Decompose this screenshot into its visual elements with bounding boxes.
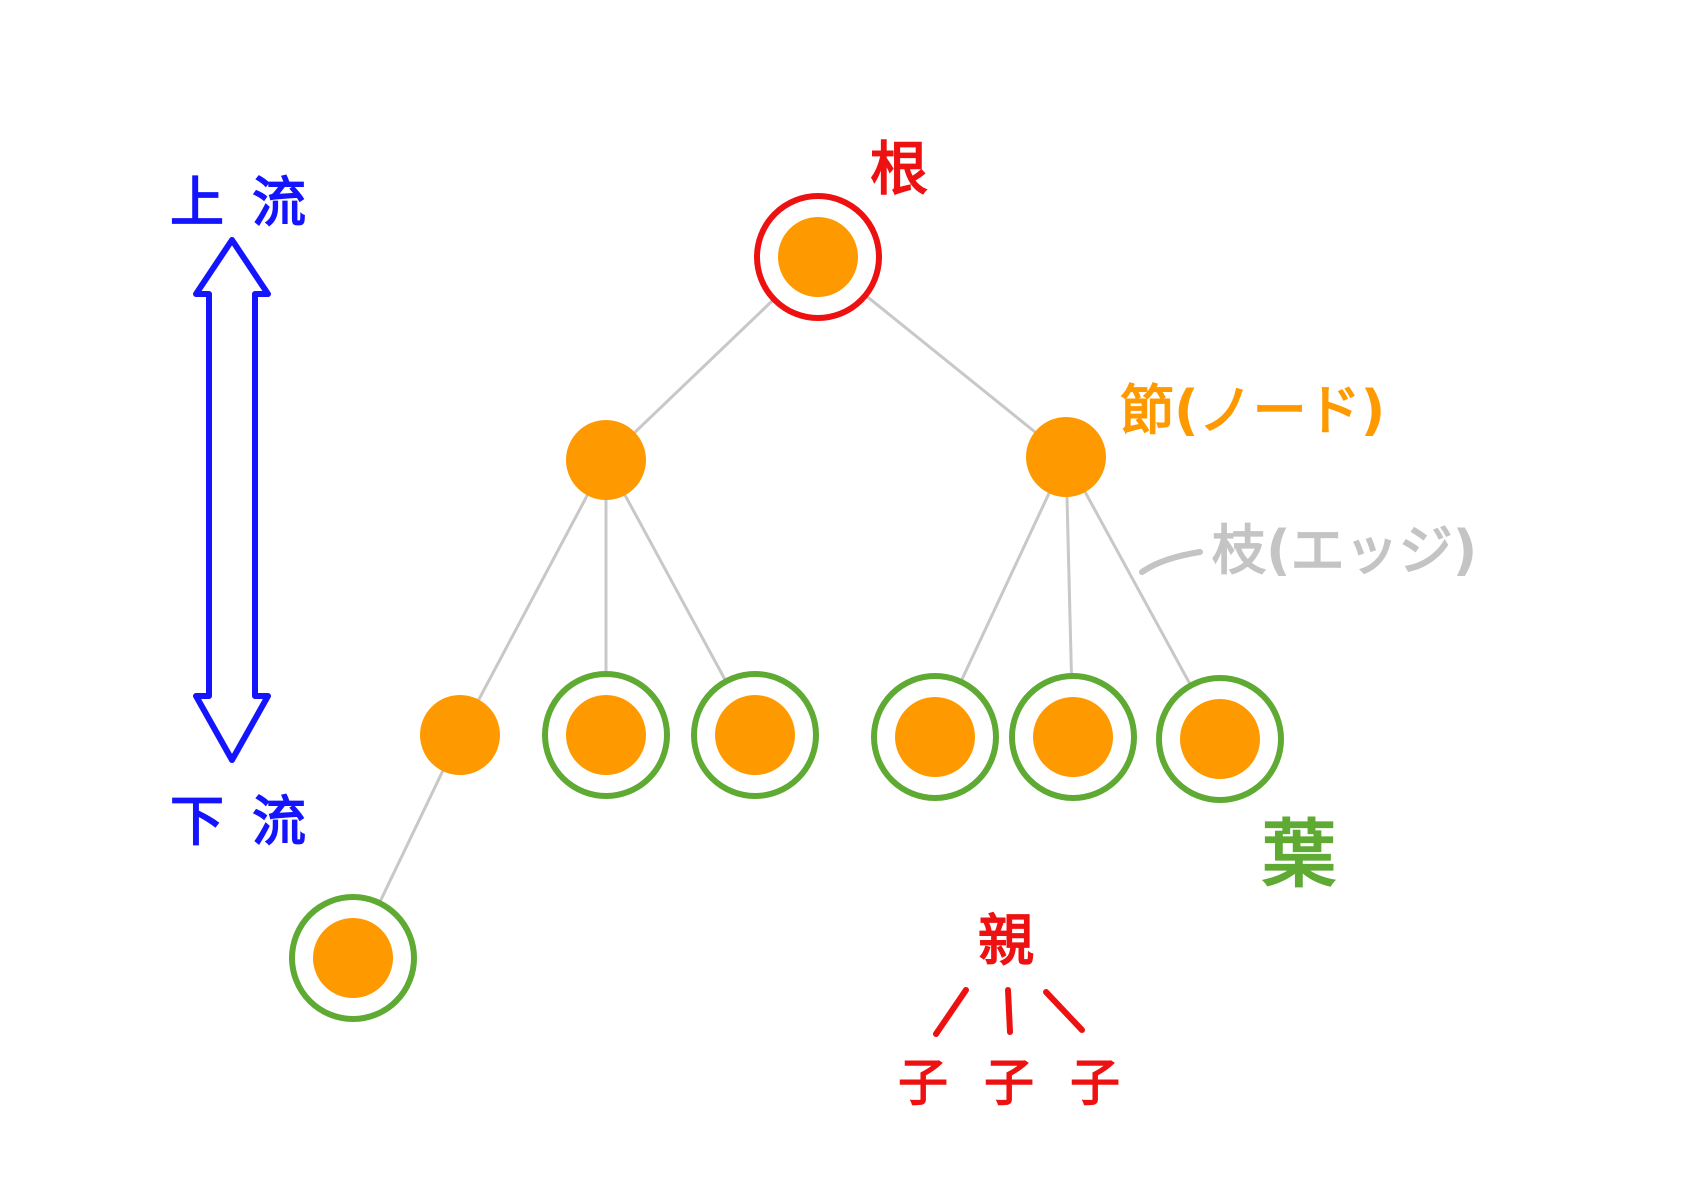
leaf-node xyxy=(1180,699,1260,779)
tree-nodes xyxy=(289,193,1284,1022)
parent-child-stroke-left xyxy=(933,987,969,1037)
leaf-node xyxy=(715,695,795,775)
leaf-node xyxy=(566,695,646,775)
edge-label-pointer xyxy=(1139,549,1203,575)
child-label: 子 xyxy=(1070,1054,1120,1112)
downstream-label: 下流 xyxy=(170,790,334,853)
root-node xyxy=(778,217,858,297)
parent-child-stroke-middle xyxy=(1005,987,1013,1035)
parent-child-stroke-right xyxy=(1043,989,1085,1033)
upstream-label: 上流 xyxy=(170,171,334,234)
child-label: 子 xyxy=(984,1054,1034,1112)
flow-double-arrow xyxy=(193,237,271,763)
leaf-node xyxy=(1033,697,1113,777)
child-label: 子 xyxy=(898,1054,948,1112)
node-label: 節(ノード) xyxy=(1120,379,1386,442)
internal-node xyxy=(420,695,500,775)
tree-edge xyxy=(458,459,608,736)
leaf-node xyxy=(313,918,393,998)
internal-node xyxy=(566,420,646,500)
root-label: 根 xyxy=(870,135,929,203)
leaf-label: 葉 xyxy=(1262,812,1336,898)
leaf-node xyxy=(895,697,975,777)
edge-label: 枝(エッジ) xyxy=(1212,519,1478,582)
parent-label: 親 xyxy=(978,909,1034,974)
internal-node xyxy=(1026,417,1106,497)
tree-edges xyxy=(351,255,1222,959)
